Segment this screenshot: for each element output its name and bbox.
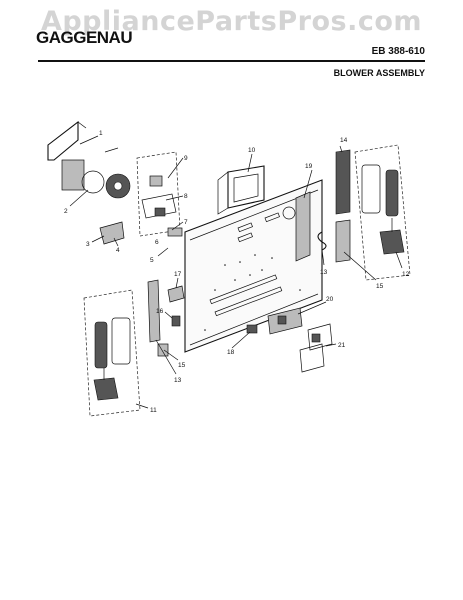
callout-19: 19 bbox=[305, 163, 313, 170]
part-18-connector bbox=[246, 324, 258, 334]
callout-10: 10 bbox=[248, 147, 256, 154]
part-13-15-left bbox=[147, 279, 169, 357]
part-10-duct bbox=[217, 165, 265, 215]
part-1-bracket bbox=[47, 120, 119, 161]
part-3-4-bracket bbox=[99, 221, 125, 245]
part-15-strip-right bbox=[335, 219, 351, 263]
callout-7: 7 bbox=[184, 219, 188, 226]
callout-13-left: 13 bbox=[174, 377, 182, 384]
callout-15-right: 15 bbox=[376, 283, 384, 290]
callout-3: 3 bbox=[86, 241, 90, 248]
callout-1: 1 bbox=[99, 130, 103, 137]
part-14-bracket bbox=[335, 149, 351, 215]
main-panel bbox=[184, 179, 323, 353]
callout-11: 11 bbox=[150, 407, 157, 414]
callout-21: 21 bbox=[338, 342, 346, 349]
callout-4: 4 bbox=[116, 247, 120, 254]
brand-logo: GAGGENAU bbox=[36, 28, 133, 47]
watermark-text: AppliancePartsPros.com bbox=[40, 6, 423, 37]
part-13-clip-right bbox=[317, 231, 327, 251]
header-rule bbox=[38, 60, 425, 62]
callout-12: 12 bbox=[402, 271, 410, 278]
leader-lines bbox=[69, 135, 403, 409]
part-11-motor-group bbox=[83, 289, 141, 417]
callout-17: 17 bbox=[174, 271, 182, 278]
callout-5: 5 bbox=[150, 257, 154, 264]
callout-15-left: 15 bbox=[178, 362, 186, 369]
part-12-motor-group bbox=[354, 144, 411, 281]
callout-8: 8 bbox=[184, 193, 188, 200]
part-19-strip bbox=[295, 191, 311, 262]
part-16-17 bbox=[167, 285, 185, 327]
callout-20: 20 bbox=[326, 296, 334, 303]
part-2-motor bbox=[61, 159, 131, 199]
callout-6: 6 bbox=[155, 239, 159, 246]
callout-16: 16 bbox=[156, 308, 164, 315]
callout-labels: 1 2 3 4 5 6 7 8 9 10 11 12 13 13 14 15 1… bbox=[64, 130, 410, 414]
part-21-box bbox=[299, 323, 333, 373]
part-20-bracket bbox=[267, 307, 303, 335]
parts-7-9-group bbox=[136, 151, 183, 237]
callout-2: 2 bbox=[64, 208, 68, 215]
callout-13-right: 13 bbox=[320, 269, 328, 276]
callout-14: 14 bbox=[340, 137, 348, 144]
model-number: EB 388-610 bbox=[371, 46, 425, 57]
callout-9: 9 bbox=[184, 155, 188, 162]
callout-18: 18 bbox=[227, 349, 235, 356]
section-title: BLOWER ASSEMBLY bbox=[333, 68, 425, 78]
